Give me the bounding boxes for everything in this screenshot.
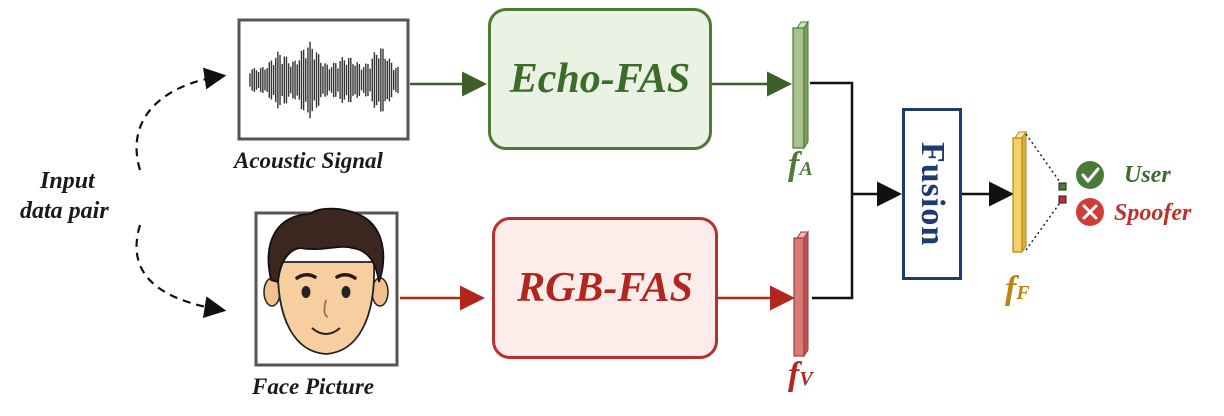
- dashed-arrow-down: [135, 224, 227, 319]
- input-label-line1: Input: [40, 168, 95, 194]
- feature-bar-fa: [792, 20, 809, 150]
- output-node-user: [1058, 182, 1067, 191]
- feature-label-fa: fA: [788, 146, 813, 183]
- feature-bar-fv: [793, 230, 809, 358]
- fusion-box: Fusion: [902, 108, 962, 280]
- connector-fa-to-fusion: [810, 81, 854, 194]
- rgb-fas-label: RGB-FAS: [517, 265, 693, 311]
- output-spoofer-label: Spoofer: [1114, 200, 1192, 226]
- connector-fv-to-fusion: [812, 194, 854, 300]
- check-icon: [1076, 161, 1104, 189]
- fusion-label: Fusion: [914, 141, 951, 247]
- waveform-icon: [249, 41, 399, 119]
- feature-label-ff: fF: [1005, 270, 1030, 307]
- face-picture-caption: Face Picture: [252, 374, 374, 399]
- face-icon: [263, 207, 389, 355]
- echo-fas-label: Echo-FAS: [509, 56, 691, 102]
- input-label-line2: data pair: [20, 198, 109, 224]
- output-user-label: User: [1124, 162, 1171, 188]
- acoustic-signal-caption: Acoustic Signal: [234, 148, 383, 173]
- feature-label-fv: fV: [788, 356, 813, 393]
- feature-bar-ff: [1012, 130, 1027, 254]
- output-node-spoofer: [1058, 195, 1067, 204]
- rgb-fas-box: RGB-FAS: [492, 217, 718, 359]
- dashed-arrow-up: [135, 67, 227, 171]
- cross-icon: [1076, 198, 1104, 226]
- echo-fas-box: Echo-FAS: [488, 8, 712, 150]
